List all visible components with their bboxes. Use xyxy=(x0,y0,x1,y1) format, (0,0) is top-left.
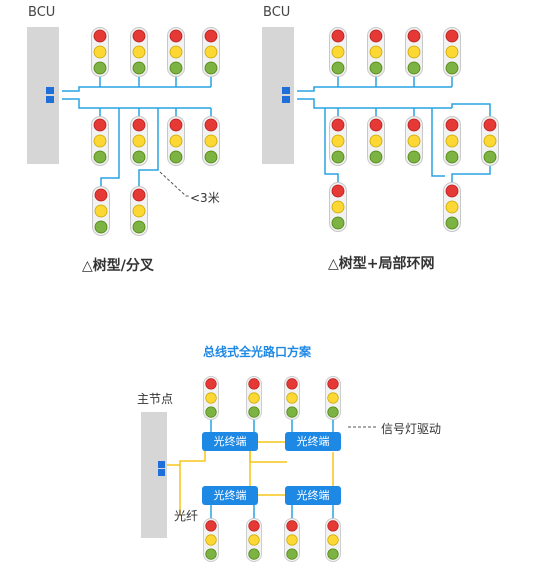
diagram-caption: △树型+局部环网 xyxy=(328,256,435,272)
bcu-port xyxy=(46,87,54,94)
driver-label: 信号灯驱动 xyxy=(381,422,442,436)
traffic-light-icon xyxy=(167,116,185,166)
bcu-cabinet xyxy=(262,27,294,164)
traffic-light-icon xyxy=(202,27,220,77)
tree-branch-diagram xyxy=(27,27,220,236)
traffic-light-icon xyxy=(325,518,341,562)
optical-terminal-label: 光终端 xyxy=(296,489,330,502)
traffic-light-icon xyxy=(329,182,347,232)
traffic-light-icon xyxy=(329,116,347,166)
main-node-port xyxy=(158,461,165,468)
diagram-title: 总线式全光路口方案 xyxy=(203,345,312,359)
traffic-light-icon xyxy=(443,116,461,166)
optical-terminal xyxy=(285,486,341,505)
bcu-port xyxy=(282,87,290,94)
bus-cables xyxy=(297,75,491,184)
traffic-light-icon xyxy=(405,116,423,166)
traffic-light-icon xyxy=(246,518,262,562)
traffic-light-icon xyxy=(130,27,148,77)
traffic-light-icon xyxy=(481,116,499,166)
traffic-light-icon xyxy=(325,376,341,420)
optical-terminal-label: 光终端 xyxy=(296,435,330,448)
traffic-light-icon xyxy=(203,518,219,562)
traffic-light-icon xyxy=(443,182,461,232)
traffic-light-icon xyxy=(92,186,110,236)
traffic-light-icon xyxy=(284,376,300,420)
traffic-light-icon xyxy=(246,376,262,420)
bus-cables xyxy=(62,75,212,188)
traffic-light-icon xyxy=(91,116,109,166)
bcu-port xyxy=(282,96,290,103)
distance-note: <3米 xyxy=(190,191,220,205)
main-node-label: 主节点 xyxy=(137,392,174,406)
diagram-caption: △树型/分叉 xyxy=(82,258,154,274)
traffic-light-icon xyxy=(202,116,220,166)
bcu-port xyxy=(46,96,54,103)
bcu-label: BCU xyxy=(263,5,291,20)
driver-cables xyxy=(210,414,334,523)
traffic-light-icon xyxy=(130,116,148,166)
traffic-light-icon xyxy=(367,116,385,166)
optical-bus-diagram xyxy=(141,376,378,562)
tree-ring-diagram xyxy=(262,27,499,232)
traffic-light-icon xyxy=(405,27,423,77)
traffic-light-icon xyxy=(284,518,300,562)
bcu-cabinet xyxy=(27,27,59,164)
fiber-cables xyxy=(167,441,334,516)
traffic-light-icon xyxy=(203,376,219,420)
traffic-light-icon xyxy=(443,27,461,77)
optical-terminal-label: 光终端 xyxy=(213,489,247,502)
traffic-light-icon xyxy=(367,27,385,77)
traffic-light-icon xyxy=(167,27,185,77)
main-node-port xyxy=(158,469,165,476)
traffic-light-icon xyxy=(91,27,109,77)
optical-terminal xyxy=(202,486,258,505)
distance-leader-line xyxy=(159,171,190,197)
optical-terminal xyxy=(202,432,258,451)
fiber-label: 光纤 xyxy=(174,509,199,523)
bcu-label: BCU xyxy=(28,5,56,20)
traffic-light-icon xyxy=(130,186,148,236)
traffic-light-icon xyxy=(329,27,347,77)
optical-terminal xyxy=(285,432,341,451)
optical-terminal-label: 光终端 xyxy=(213,435,247,448)
